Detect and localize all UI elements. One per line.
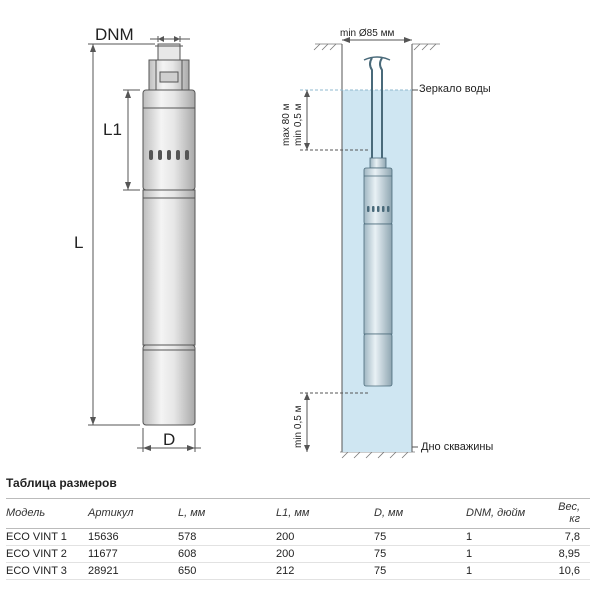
cell-d: 75 — [374, 548, 387, 560]
cell-weight: 8,95 — [558, 548, 580, 560]
cell-weight: 7,8 — [564, 531, 580, 543]
header-d: D, мм — [374, 498, 466, 529]
pump-diagram: DNM L1 L D — [74, 25, 493, 459]
cell-weight: 10,6 — [558, 565, 580, 577]
well-view — [300, 37, 440, 459]
max-depth-label: max 80 м — [281, 103, 292, 146]
well-bottom-label: Дно скважины — [421, 441, 493, 453]
pump-front-view — [88, 36, 201, 452]
cell-article: 11677 — [88, 548, 118, 560]
cell-dnm: 1 — [466, 565, 473, 577]
cell-article: 28921 — [88, 565, 119, 577]
table-header-row: Модель Артикул L, мм L1, мм D, мм DNM, д… — [6, 498, 590, 529]
pump-in-well — [363, 157, 393, 387]
header-l: L, мм — [178, 498, 276, 529]
l1-label: L1 — [103, 120, 122, 139]
pump-bottom-section — [142, 344, 196, 426]
header-weight: Вес, кг — [546, 498, 590, 529]
header-l1: L1, мм — [276, 498, 374, 529]
cell-dnm: 1 — [466, 531, 473, 543]
cell-l1: 200 — [276, 548, 295, 560]
cell-model: ECO VINT 2 — [6, 548, 67, 560]
small-intake-slots — [367, 206, 390, 212]
table-row: ECO VINT 1 15636 578 200 75 1 7,8 — [6, 529, 590, 546]
table-title: Таблица размеров — [6, 476, 117, 490]
cell-dnm: 1 — [466, 548, 473, 560]
pump-intake-slots — [149, 150, 189, 160]
pump-motor-body — [142, 189, 196, 346]
min-bottom-label: min 0,5 м — [293, 405, 304, 448]
cell-l: 608 — [178, 548, 197, 560]
well-diameter-label: min Ø85 мм — [340, 28, 394, 39]
cell-l: 578 — [178, 531, 197, 543]
cell-article: 15636 — [88, 531, 119, 543]
size-table: Модель Артикул L, мм L1, мм D, мм DNM, д… — [6, 498, 590, 580]
water-mirror-label: Зеркало воды — [419, 83, 491, 95]
cell-l1: 200 — [276, 531, 295, 543]
cell-d: 75 — [374, 531, 387, 543]
l-label: L — [74, 233, 83, 252]
d-label: D — [163, 430, 175, 449]
cell-l1: 212 — [276, 565, 295, 577]
size-table-section: Таблица размеров Модель Артикул L, мм L1… — [0, 470, 600, 600]
header-article: Артикул — [88, 498, 178, 529]
cell-d: 75 — [374, 565, 387, 577]
cell-model: ECO VINT 3 — [6, 565, 67, 577]
header-model: Модель — [6, 498, 88, 529]
min-top-label: min 0,5 м — [293, 103, 304, 146]
header-dnm: DNM, дюйм — [466, 498, 546, 529]
table-row: ECO VINT 3 28921 650 212 75 1 10,6 — [6, 563, 590, 580]
pipe-hose — [369, 57, 383, 160]
table-row: ECO VINT 2 11677 608 200 75 1 8,95 — [6, 546, 590, 563]
pump-stage-body — [142, 89, 196, 191]
dnm-label: DNM — [95, 25, 134, 44]
cell-l: 650 — [178, 565, 197, 577]
cell-model: ECO VINT 1 — [6, 531, 67, 543]
